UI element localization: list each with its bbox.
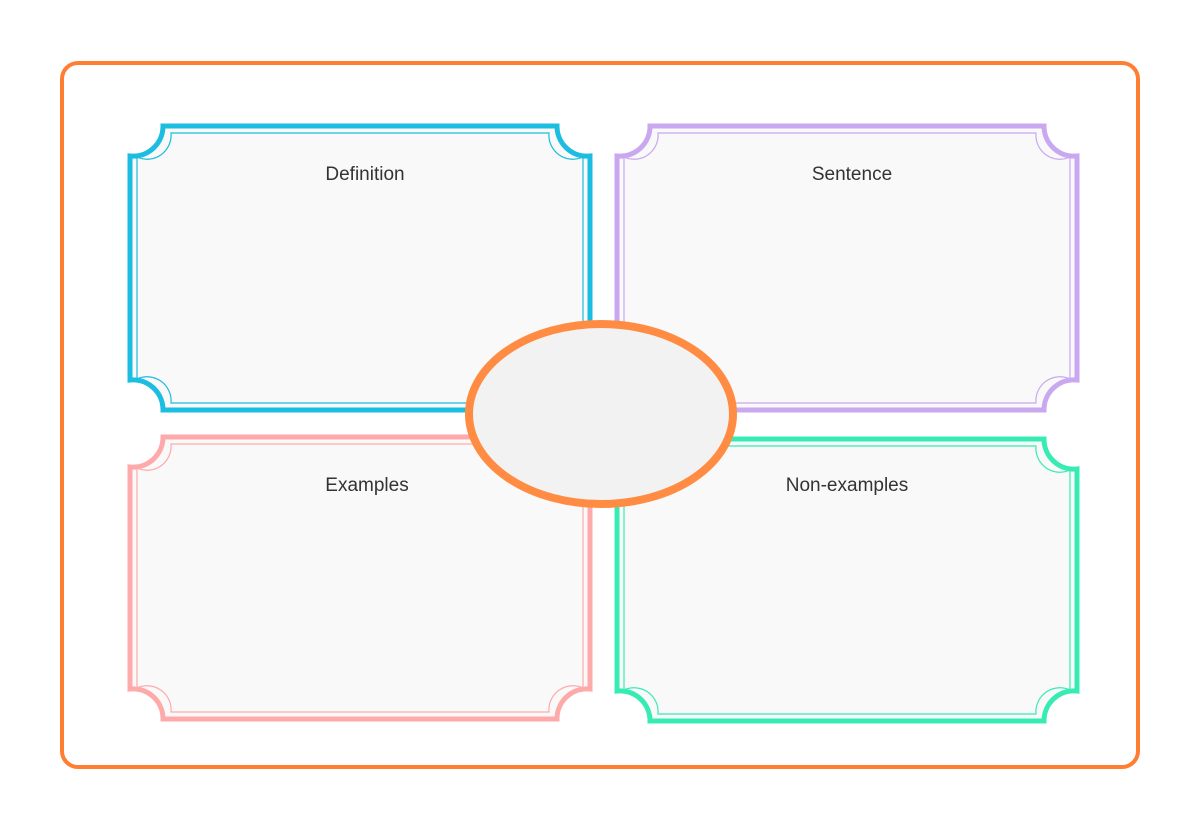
sentence-panel-inner-border	[623, 132, 1071, 404]
definition-label: Definition	[325, 164, 404, 185]
examples-label: Examples	[325, 475, 408, 496]
center-term-ellipse-outline	[465, 320, 737, 508]
sentence-panel: Sentence	[614, 123, 1080, 413]
sentence-panel-border	[614, 123, 1080, 413]
center-term-oval	[465, 320, 737, 508]
center-term-ellipse	[469, 324, 733, 504]
sentence-label: Sentence	[812, 164, 892, 185]
non-examples-label: Non-examples	[786, 475, 909, 496]
